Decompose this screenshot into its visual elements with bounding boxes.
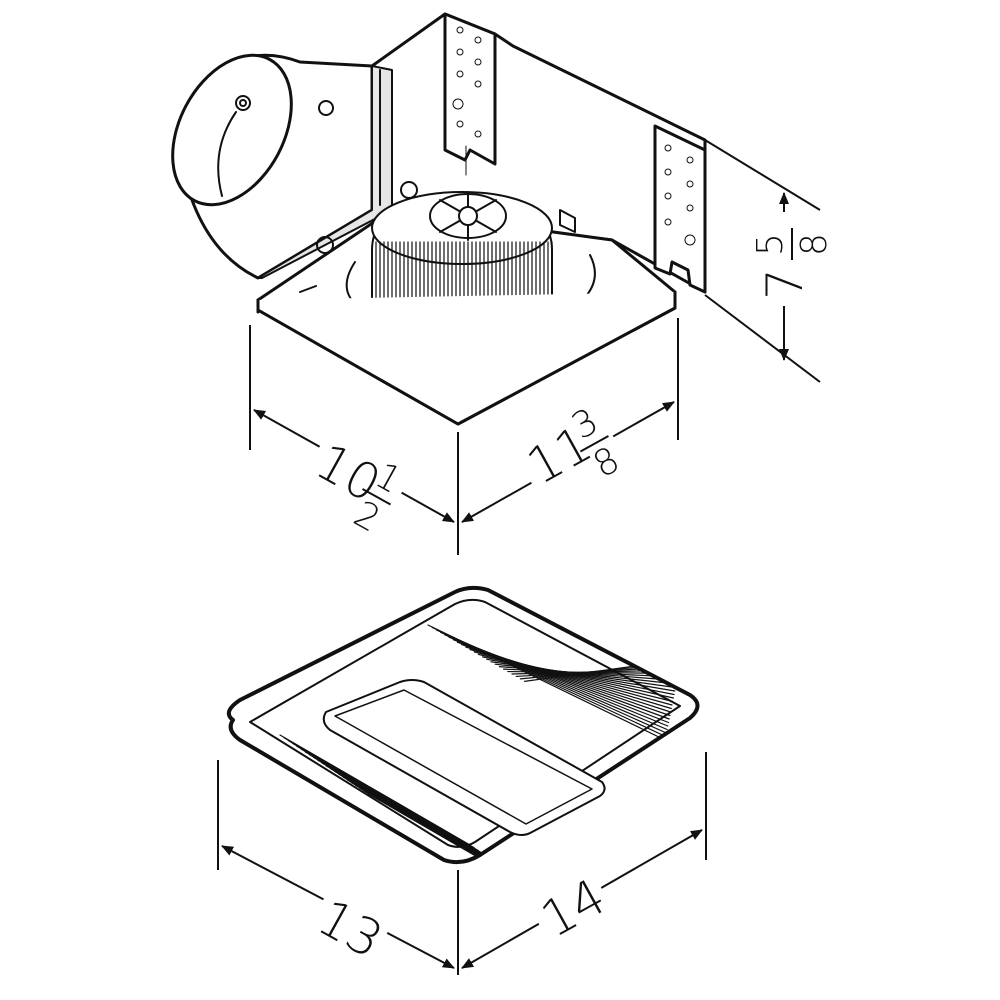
light-lens: [322, 679, 606, 836]
grille-louver: [498, 666, 678, 682]
duct-collar: [171, 53, 374, 280]
grille-louver: [486, 658, 676, 692]
mounting-bracket-right: [653, 124, 707, 294]
housing-height-whole: 7: [756, 268, 814, 300]
housing-height-denominator: 8: [794, 233, 835, 256]
housing-height-numerator: 5: [750, 233, 791, 256]
grille-cover: [226, 585, 700, 865]
grille-louver: [490, 661, 677, 689]
grille-louver: [473, 651, 674, 703]
grille-width-value: 14: [532, 867, 616, 949]
grille-louver: [494, 663, 677, 685]
fan-housing: [171, 12, 707, 426]
grille-louver: [477, 653, 675, 699]
mounting-bracket: [443, 12, 497, 176]
grille-depth-value: 13: [308, 888, 392, 970]
grille-louver: [482, 656, 675, 696]
housing-dimensions: 10 1 2 11 3 8 7 5 8: [249, 139, 836, 555]
